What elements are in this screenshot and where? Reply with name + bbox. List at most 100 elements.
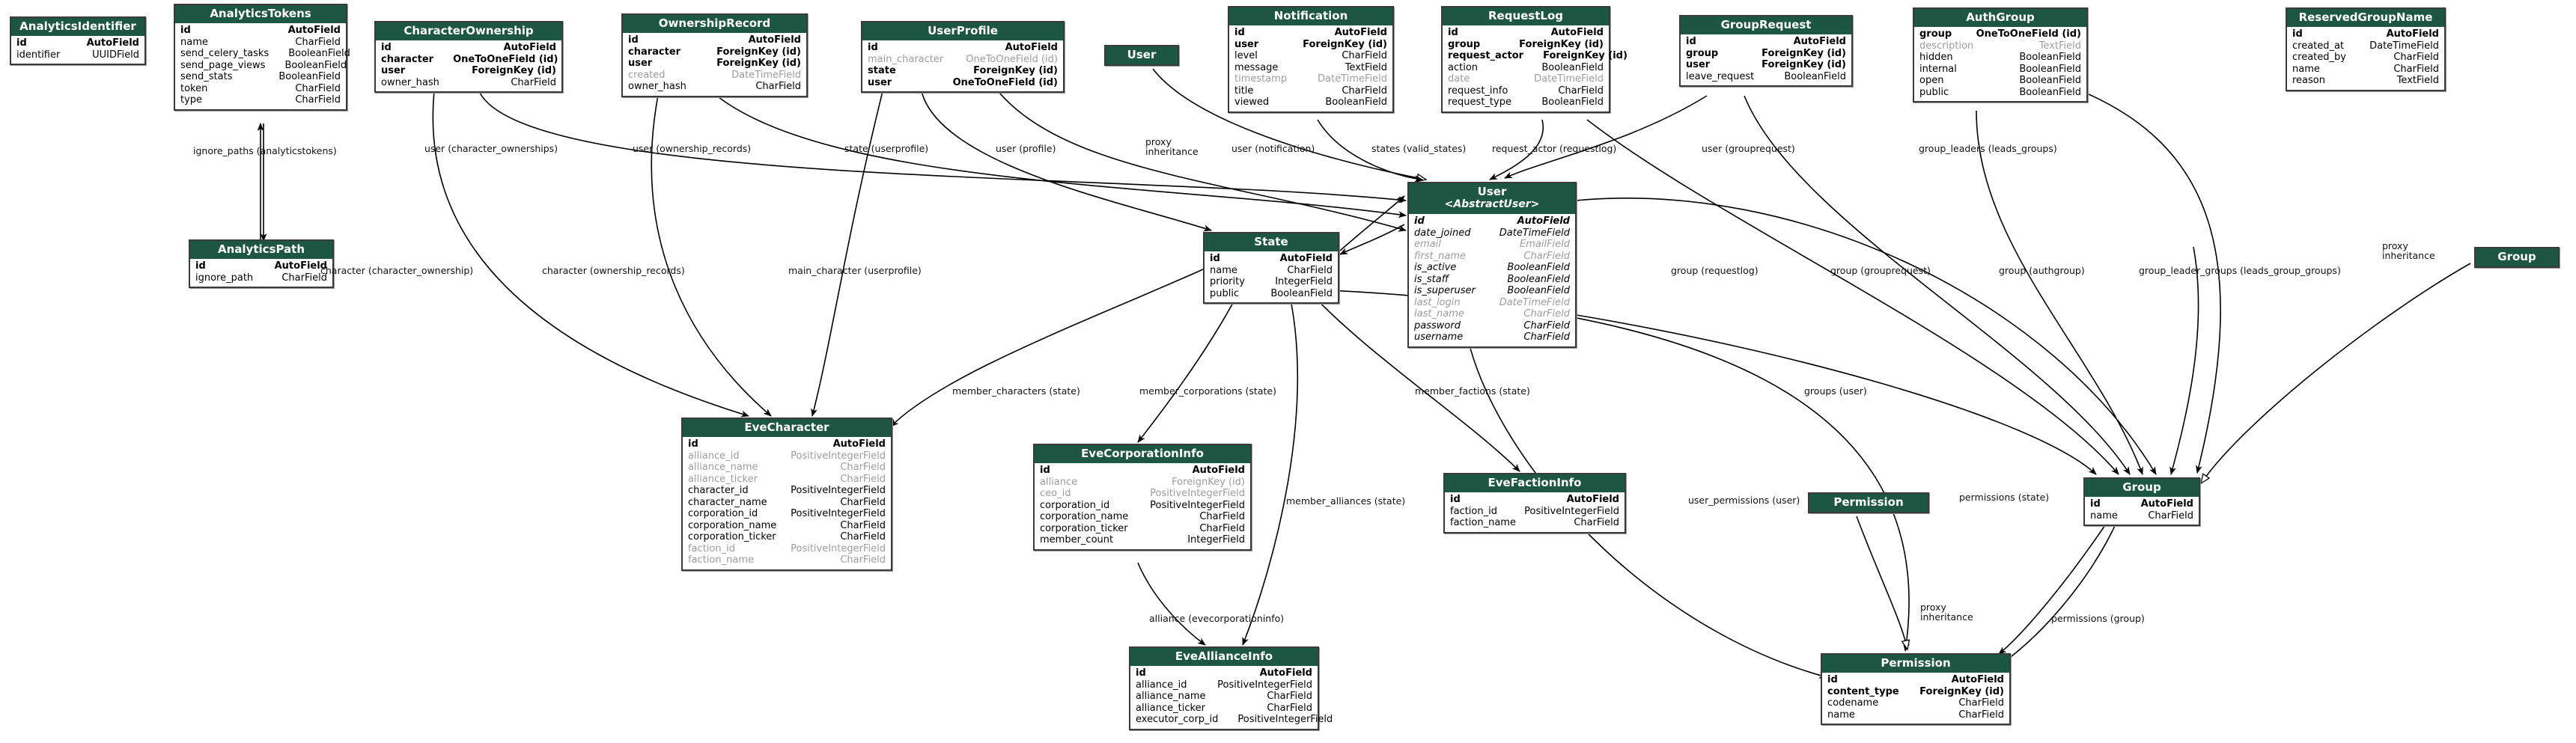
- field-name: faction_name: [688, 554, 754, 566]
- edge-label: group (requestlog): [1671, 265, 1759, 276]
- field-type: AutoField: [1005, 42, 1058, 53]
- entity-subtitle-user_abstract: <AbstractUser>: [1444, 198, 1540, 210]
- edge-label: groups (user): [1804, 385, 1867, 397]
- entity-title-group_full: Group: [2085, 479, 2199, 497]
- field-name: user: [381, 65, 406, 76]
- field-type: IntegerField: [1187, 534, 1245, 545]
- field-type: PositiveIntegerField: [791, 485, 886, 496]
- entity-title-state: State: [1205, 233, 1338, 251]
- field-name: character_name: [688, 496, 767, 508]
- field-name: user: [628, 58, 653, 69]
- field-type: CharField: [840, 554, 886, 566]
- field-type: CharField: [1558, 85, 1604, 97]
- field-type: CharField: [2148, 510, 2193, 522]
- field-name: id: [1136, 667, 1146, 679]
- edge-label: group (authgroup): [1999, 265, 2085, 276]
- field-type: AutoField: [1259, 667, 1312, 679]
- field-type: AutoField: [1793, 36, 1846, 47]
- field-type: CharField: [1574, 517, 1619, 528]
- edge-label: character (ownership_records): [542, 265, 685, 276]
- field-name: corporation_ticker: [688, 531, 776, 542]
- field-name: description: [1919, 40, 1974, 52]
- field-name: id: [2292, 28, 2303, 40]
- field-name: corporation_ticker: [1040, 522, 1128, 534]
- entity-table-permission_plain[interactable]: Permission: [1808, 492, 1929, 513]
- field-type: CharField: [1523, 319, 1570, 331]
- entity-title-notification: Notification: [1229, 7, 1392, 25]
- field-type: CharField: [2393, 52, 2439, 63]
- field-type: CharField: [840, 496, 886, 508]
- field-name: corporation_name: [688, 519, 777, 531]
- field-name: date: [1448, 73, 1470, 85]
- field-type: CharField: [755, 81, 801, 92]
- field-name: alliance_ticker: [688, 473, 758, 485]
- field-name: name: [180, 36, 208, 48]
- field-type: ForeignKey (id): [1303, 38, 1387, 50]
- field-name: name: [1827, 709, 1855, 721]
- entity-title-eveallianceinfo: EveAllianceInfo: [1130, 648, 1318, 666]
- field-name: hidden: [1919, 52, 1953, 63]
- entity-table-group_plain[interactable]: Group: [2474, 247, 2560, 268]
- field-name: content_type: [1827, 685, 1899, 697]
- field-row: character_name CharField: [688, 497, 886, 509]
- field-type: BooleanField: [1507, 285, 1570, 296]
- entity-title-analyticsidentifier: AnalyticsIdentifier: [11, 18, 144, 36]
- entity-table-user_plain[interactable]: User: [1104, 45, 1179, 66]
- field-name: group: [1686, 47, 1719, 59]
- field-name: username: [1414, 331, 1464, 343]
- field-type: BooleanField: [2019, 63, 2081, 75]
- field-name: user: [1686, 59, 1711, 70]
- field-type: BooleanField: [2019, 52, 2081, 63]
- field-name: created_by: [2292, 52, 2346, 63]
- field-name: name: [1210, 264, 1237, 276]
- edge-label: permissions (state): [1959, 492, 2050, 503]
- field-type: AutoField: [1192, 465, 1245, 476]
- field-name: id: [688, 438, 698, 450]
- field-name: faction_id: [1450, 505, 1497, 517]
- field-type: ForeignKey (id): [1172, 476, 1245, 488]
- field-name: alliance: [1040, 476, 1078, 488]
